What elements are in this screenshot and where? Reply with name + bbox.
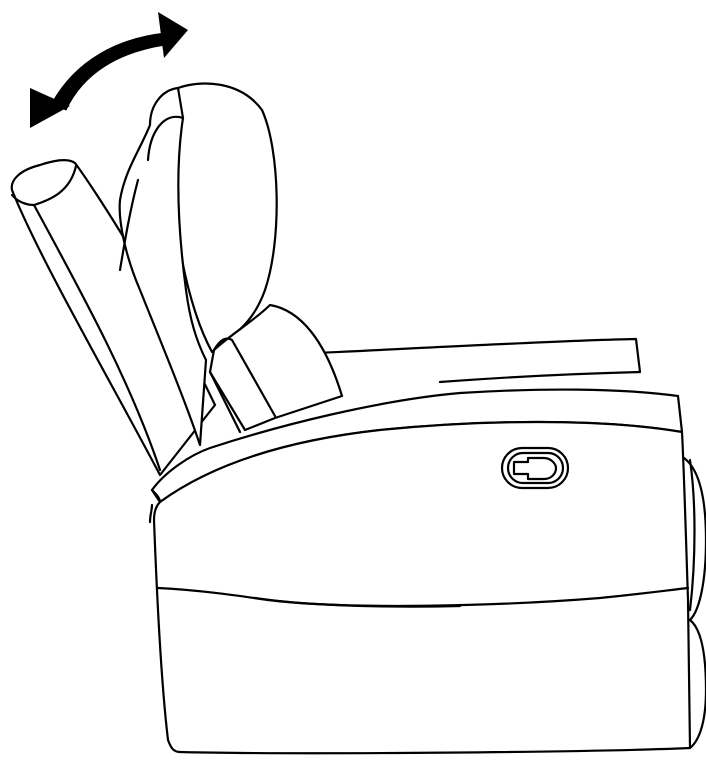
chair-back-panel	[318, 339, 640, 382]
chair-body	[150, 422, 690, 753]
release-handle-icon	[502, 448, 568, 488]
